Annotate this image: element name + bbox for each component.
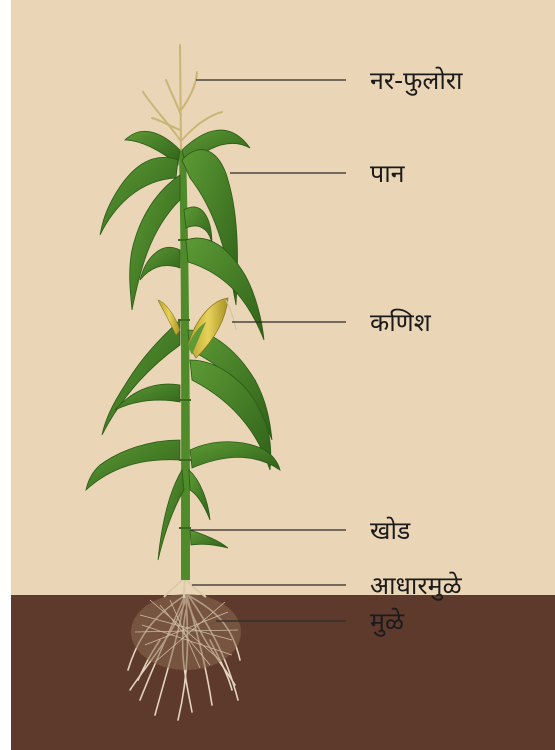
label-prop-roots: आधारमुळे <box>370 571 463 601</box>
label-roots: मुळे <box>370 607 405 637</box>
sky-background <box>11 0 555 595</box>
label-leaf: पान <box>370 159 406 188</box>
label-ear: कणिश <box>370 308 432 337</box>
soil-background <box>11 595 555 750</box>
label-node: खोड <box>370 516 411 545</box>
label-tassel: नर-फुलोरा <box>370 66 463 96</box>
